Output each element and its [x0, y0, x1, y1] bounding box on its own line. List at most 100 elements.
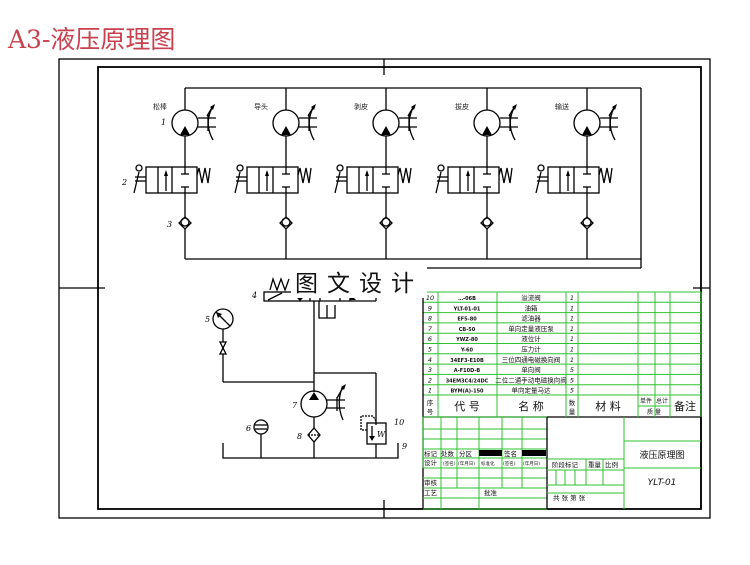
branch-circuit: 输送: [535, 88, 618, 259]
svg-text:共 张 第 张: 共 张 第 张: [553, 493, 586, 502]
hydraulic-motor: [372, 104, 417, 141]
svg-text:3: 3: [428, 366, 432, 374]
watermark-text: 图文设计: [291, 264, 427, 298]
check-valve: [178, 216, 192, 230]
svg-text:5: 5: [570, 387, 574, 395]
level-meter: [253, 419, 269, 458]
part-number-5: 5: [205, 315, 210, 324]
svg-text:审核: 审核: [424, 478, 438, 487]
svg-text:(签名): (签名): [503, 460, 516, 467]
svg-text:…-06B: …-06B: [458, 296, 476, 302]
table-row: 5 Y-60 压力计 1: [428, 345, 574, 354]
hydraulic-motor: [573, 104, 618, 141]
table-row: 1 BYM(A)-150 单向定量马达 5: [428, 386, 574, 395]
branch-circuit: 导头: [234, 88, 317, 259]
oil-tank: [222, 443, 399, 459]
drawing-number: YLT-01: [648, 478, 677, 488]
branch-label: 导头: [254, 102, 268, 111]
svg-text:Y-60: Y-60: [460, 348, 473, 354]
drawing-name: 液压原理图: [639, 449, 684, 461]
svg-text:10: 10: [426, 294, 434, 302]
branch-label: 剥皮: [354, 102, 368, 111]
svg-text:1: 1: [570, 356, 574, 364]
table-header: 序号代 号名 称数量材 料单件总计质 量备注: [427, 397, 696, 416]
oil-filter: [307, 427, 321, 458]
part-number-4: 4: [251, 291, 257, 300]
svg-text:1: 1: [570, 304, 574, 312]
svg-text:名 称: 名 称: [518, 399, 544, 413]
branch-circuit: 剥皮: [334, 88, 417, 259]
svg-text:BYM(A)-150: BYM(A)-150: [450, 389, 484, 395]
svg-text:A-F10D-B: A-F10D-B: [454, 368, 481, 374]
svg-text:数: 数: [569, 398, 576, 407]
part-number-9: 9: [402, 442, 407, 451]
svg-text:1: 1: [570, 294, 574, 302]
svg-text:(年月日): (年月日): [458, 460, 475, 467]
svg-text:设计: 设计: [424, 458, 438, 467]
svg-text:单向阀: 单向阀: [521, 365, 541, 374]
svg-text:YWZ-80: YWZ-80: [455, 337, 478, 343]
branch-label: 输送: [555, 102, 569, 111]
svg-text:CB-50: CB-50: [459, 327, 476, 333]
svg-text:三位四通电磁换向阀: 三位四通电磁换向阀: [502, 355, 561, 364]
svg-text:液位计: 液位计: [521, 334, 541, 343]
branch-label: 拔皮: [455, 102, 469, 111]
svg-text:5: 5: [570, 366, 574, 374]
svg-text:阶段标记: 阶段标记: [552, 460, 579, 469]
svg-text:1: 1: [570, 346, 574, 354]
part-number-2: 2: [121, 178, 127, 187]
part-number-6: 6: [246, 424, 251, 433]
hydraulic-motor: [473, 104, 518, 141]
page-title: A3-液压原理图: [8, 25, 176, 54]
table-row: 3 A-F10D-B 单向阀 5: [428, 365, 574, 374]
svg-text:溢流阀: 溢流阀: [521, 293, 541, 302]
svg-text:代 号: 代 号: [454, 400, 480, 413]
directional-valve: [234, 164, 312, 194]
svg-text:5: 5: [428, 346, 432, 354]
svg-text:W: W: [377, 430, 386, 439]
part-number-7: 7: [292, 401, 298, 410]
table-row: 9 YLT-01-01 油箱 1: [428, 303, 574, 312]
svg-text:压力计: 压力计: [521, 345, 541, 354]
hydraulic-motor: [272, 104, 317, 141]
svg-text:YLT-01-01: YLT-01-01: [453, 306, 481, 312]
branch-label: 松棒: [153, 102, 167, 111]
svg-text:批准: 批准: [484, 488, 498, 497]
pressure-gauge: [212, 308, 314, 383]
svg-text:EF5-80: EF5-80: [457, 317, 477, 323]
svg-text:单向定量马达: 单向定量马达: [512, 386, 552, 395]
svg-text:单件: 单件: [640, 397, 652, 405]
svg-text:标准化: 标准化: [481, 460, 495, 467]
svg-text:签名: 签名: [504, 449, 517, 458]
check-valve: [580, 216, 594, 230]
directional-valve: [133, 164, 211, 194]
svg-text:9: 9: [428, 304, 432, 312]
svg-text:7: 7: [428, 325, 433, 333]
hydraulic-motor: [171, 104, 216, 141]
directional-valve: [334, 164, 412, 194]
svg-text:序: 序: [427, 398, 434, 407]
svg-text:号: 号: [427, 408, 434, 416]
svg-text:1: 1: [428, 387, 432, 395]
svg-text:4: 4: [428, 356, 432, 364]
title-block: 标记处数分区签名设计(签名)(年月日)标准化(签名)(年月日)审核工艺批准阶段标…: [422, 416, 702, 510]
svg-text:1: 1: [570, 325, 574, 333]
check-valve: [379, 216, 393, 230]
svg-text:分区: 分区: [459, 449, 473, 458]
svg-text:油箱: 油箱: [525, 303, 539, 312]
branch-circuit: 拔皮: [435, 88, 518, 259]
check-valve: [279, 216, 293, 230]
svg-text:处数: 处数: [441, 449, 455, 458]
part-number-1: 1: [161, 118, 166, 127]
svg-text:单向定量液压泵: 单向定量液压泵: [508, 324, 554, 333]
part-number-8: 8: [297, 432, 302, 441]
table-row: 7 CB-50 单向定量液压泵 1: [428, 324, 574, 333]
relief-valve: W: [360, 415, 387, 458]
svg-text:标记: 标记: [424, 449, 438, 458]
hydraulic-pump: [300, 384, 346, 428]
